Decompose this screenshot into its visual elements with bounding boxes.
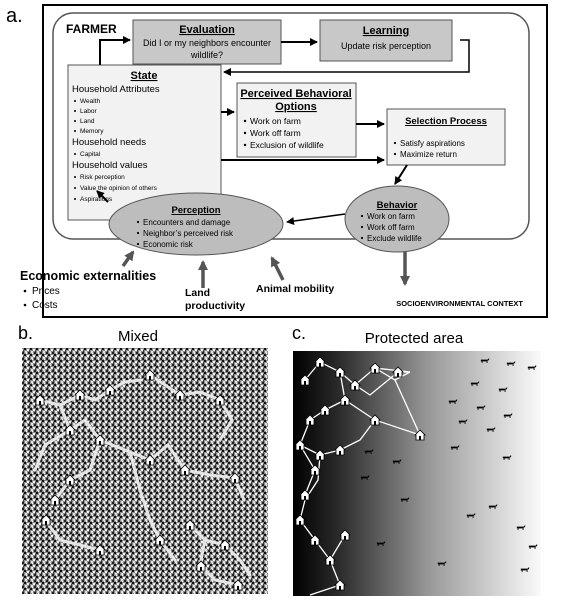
panel-c-label: c. (292, 323, 306, 343)
context-label: SOCIOENVIRONMENTAL CONTEXT (396, 299, 523, 308)
state-title: State (131, 70, 158, 82)
land-productivity-line1: Land (185, 287, 210, 299)
panel-c-title: Protected area (365, 330, 464, 347)
value-opinion: Value the opinion of others (80, 185, 158, 192)
farmer-frame (52, 12, 530, 240)
perception-title: Perception (171, 205, 220, 216)
panel-a-label: a. (6, 5, 23, 27)
attributes-heading: Household Attributes (72, 84, 160, 95)
selection-box (386, 108, 506, 166)
selection-return: Maximize return (400, 150, 457, 159)
need-capital: Capital (80, 151, 101, 158)
behavior-exclude: Exclude wildlife (367, 234, 422, 243)
needs-heading: Household needs (72, 137, 146, 148)
externality-bullets (23, 289, 27, 307)
state-bullets (74, 100, 76, 200)
evaluation-title: Evaluation (179, 24, 235, 36)
panel-c: c. Protected area (292, 323, 541, 596)
arrow-externalities (121, 250, 135, 268)
options-box (236, 82, 357, 158)
attribute-land: Land (80, 118, 95, 125)
learning-text: Update risk perception (341, 41, 431, 51)
perception-ellipse (108, 192, 284, 256)
behavior-title: Behavior (377, 200, 418, 211)
behavior-bullets (360, 214, 364, 240)
arrow-state-to-evaluation (99, 36, 131, 65)
learning-title: Learning (363, 25, 409, 37)
selection-aspirations: Satisfy aspirations (400, 139, 465, 148)
attribute-labor: Labor (80, 108, 97, 115)
externality-costs: Costs (32, 300, 58, 311)
learning-box (319, 19, 453, 62)
attribute-memory: Memory (80, 128, 104, 135)
perception-economic: Economic risk (143, 240, 194, 249)
land-productivity-line2: productivity (185, 300, 245, 312)
perception-bullets (136, 220, 140, 246)
evaluation-line1: Did I or my neighbors encounter (143, 38, 271, 48)
behavior-work-off: Work off farm (367, 223, 415, 232)
panel-b: b. Mixed (18, 323, 268, 594)
values-heading: Household values (72, 160, 148, 171)
arrow-perception-to-state (96, 190, 109, 203)
evaluation-box (132, 19, 282, 65)
animal-mobility-label: Animal mobility (256, 283, 334, 295)
panel-b-title: Mixed (118, 328, 158, 345)
flow-arrows (96, 36, 470, 226)
value-aspirations: Aspirations (80, 196, 113, 203)
value-risk: Risk perception (80, 174, 125, 181)
options-bullets (243, 119, 247, 147)
mixed-landscape (22, 348, 268, 594)
context-frame (42, 4, 548, 318)
option-work-on-farm: Work on farm (250, 116, 301, 126)
externalities-title: Economic externalities (20, 269, 156, 283)
arrow-selection-to-behavior (394, 164, 408, 185)
protected-landscape (293, 351, 541, 596)
evaluation-line2: wildlife? (190, 50, 223, 60)
perception-neighbor: Neighbor’s perceived risk (143, 229, 234, 238)
options-title-line2: Options (275, 101, 317, 113)
panel-b-label: b. (18, 323, 33, 343)
selection-bullets (393, 141, 397, 156)
option-exclusion: Exclusion of wildlife (250, 140, 324, 150)
behavior-ellipse (344, 185, 450, 253)
arrow-behavior-to-perception (286, 213, 346, 226)
options-title-line1: Perceived Behavioral (240, 88, 351, 100)
perception-encounters: Encounters and damage (143, 218, 231, 227)
arrow-animal-mobility (270, 256, 285, 281)
attribute-wealth: Wealth (80, 98, 100, 105)
external-arrows (121, 250, 410, 288)
arrow-learning-to-state (223, 39, 470, 76)
selection-title: Selection Process (405, 116, 487, 127)
option-work-off-farm: Work off farm (250, 128, 301, 138)
behavior-work-on: Work on farm (367, 212, 415, 221)
externality-prices: Prices (32, 286, 60, 297)
farmer-label: FARMER (66, 22, 117, 36)
panel-a: a. FARMER Evaluation Did I or my neighbo… (6, 4, 548, 318)
